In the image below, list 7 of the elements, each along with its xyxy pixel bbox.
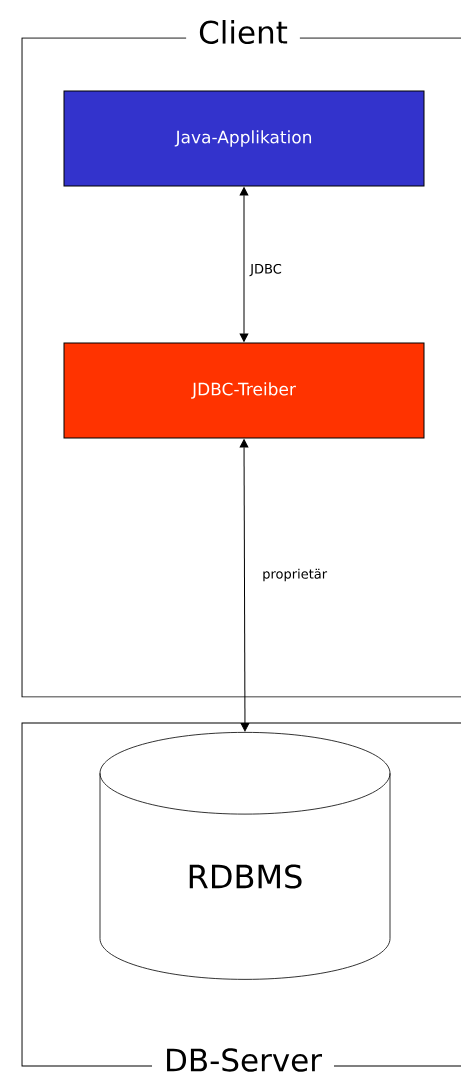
process-box: JDBC-Treiber — [63, 342, 425, 439]
arrow — [239, 439, 250, 732]
edge-label: JDBC — [248, 261, 284, 279]
arrow — [239, 187, 249, 342]
edge-label: proprietär — [260, 566, 330, 584]
process-box: Java-Applikation — [63, 90, 425, 187]
database-cylinder: RDBMS — [99, 732, 391, 980]
